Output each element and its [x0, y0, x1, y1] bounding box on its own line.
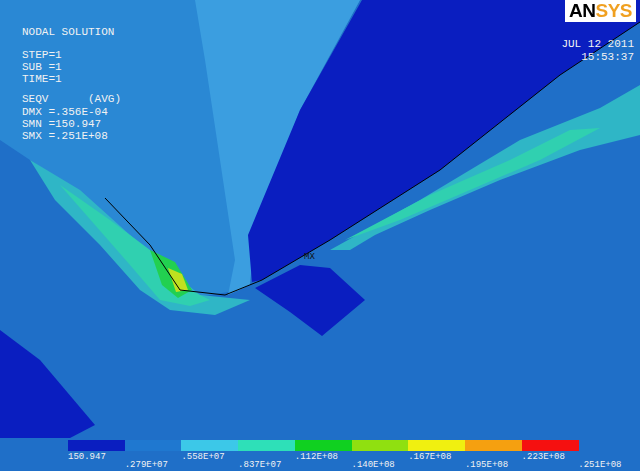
colorbar-value: .195E+08 — [465, 461, 508, 470]
contour-band — [60, 185, 210, 306]
solution-info: SMX =.251E+08 — [22, 130, 108, 142]
colorbar-swatch — [352, 440, 409, 451]
ansys-logo-text: ANSYS — [569, 0, 632, 21]
colorbar-swatch — [408, 440, 465, 451]
contour-band — [168, 268, 188, 292]
colorbar-swatch — [125, 440, 182, 451]
solution-info: SMN =150.947 — [22, 118, 101, 130]
plot-time: 15:53:37 — [581, 51, 634, 63]
contour-band — [0, 330, 95, 438]
colorbar-value: .140E+08 — [352, 461, 395, 470]
solution-info: STEP=1 — [22, 49, 62, 61]
contour-band — [30, 160, 250, 315]
colorbar-swatch — [295, 440, 352, 451]
colorbar-swatch — [181, 440, 238, 451]
colorbar-value: .279E+07 — [125, 461, 168, 470]
colorbar-swatch — [522, 440, 579, 451]
plot-title: NODAL SOLUTION — [22, 26, 114, 38]
colorbar-value: .112E+08 — [295, 453, 338, 462]
contour-band — [255, 265, 365, 336]
solution-info: SUB =1 — [22, 61, 62, 73]
solution-info: DMX =.356E-04 — [22, 106, 108, 118]
solution-info: TIME=1 — [22, 73, 62, 85]
solution-info: SEQV (AVG) — [22, 93, 121, 105]
ansys-logo: ANSYS — [565, 0, 636, 22]
plot-date: JUL 12 2011 — [561, 38, 634, 50]
colorbar-value: .558E+07 — [181, 453, 224, 462]
colorbar-swatch — [238, 440, 295, 451]
colorbar-swatch — [465, 440, 522, 451]
colorbar-value: .837E+07 — [238, 461, 281, 470]
max-marker: MX — [304, 251, 315, 263]
colorbar-swatch — [68, 440, 125, 451]
model-edge — [105, 22, 640, 295]
colorbar-value: .167E+08 — [408, 453, 451, 462]
contour-band — [248, 0, 640, 282]
colorbar-value: 150.947 — [68, 453, 106, 462]
colorbar-value: .223E+08 — [522, 453, 565, 462]
colorbar-value: .251E+08 — [578, 461, 621, 470]
